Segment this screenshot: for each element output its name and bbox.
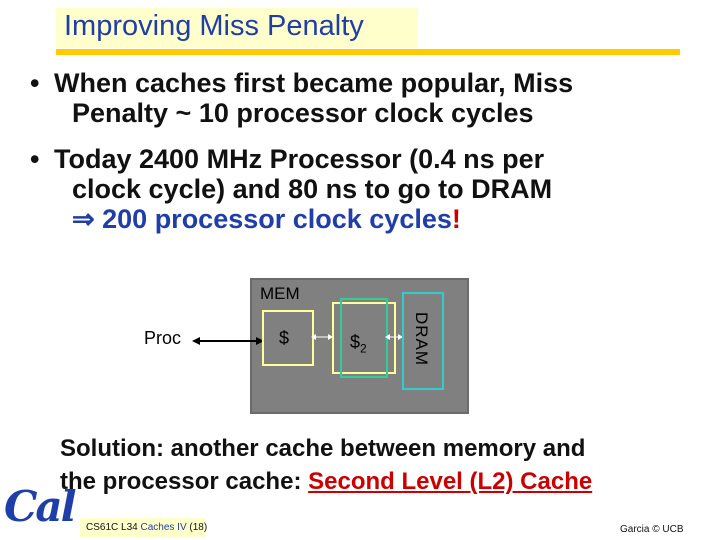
footer-course: CS61C L34 Caches IV (18)	[86, 522, 207, 533]
proc-label: Proc	[144, 328, 182, 348]
l2-cache-symbol: $	[350, 332, 361, 352]
slide-number: (18)	[186, 522, 208, 533]
bullet-line: Penalty ~ 10 processor clock cycles	[72, 98, 534, 128]
solution-line: the processor cache: Second Level (L2) C…	[60, 465, 592, 498]
title-rule	[56, 49, 680, 55]
solution-line: Solution: another cache between memory a…	[60, 435, 586, 462]
processor-box	[138, 318, 196, 360]
bullet-line: When caches first became popular, Miss	[54, 68, 574, 98]
bullet-marker: •	[30, 144, 40, 174]
footer-credit: Garcia © UCB	[620, 524, 684, 535]
cal-logo: Cal	[4, 482, 77, 531]
implies-arrow-icon: ⇒	[72, 204, 95, 234]
double-arrow-icon	[385, 334, 403, 340]
l1-cache-label: $	[279, 328, 290, 348]
exclamation: !	[451, 204, 461, 234]
bullet-result: ⇒ 200 processor clock cycles!	[30, 204, 552, 234]
solution-text: Solution: another cache between memory a…	[60, 432, 592, 498]
footer-background	[80, 518, 206, 538]
lecture-topic: Caches IV	[140, 522, 187, 533]
bullet-line: Today 2400 MHz Processor (0.4 ns per	[54, 144, 545, 174]
bullet-history: •When caches first became popular, Miss …	[30, 68, 573, 128]
bullet-marker: •	[30, 68, 40, 98]
slide-title: Improving Miss Penalty	[64, 10, 364, 42]
l2-cache-highlight: Second Level (L2) Cache	[308, 468, 593, 495]
course-code: CS61C L34	[86, 522, 141, 533]
l2-cache-outer-box	[332, 302, 396, 374]
double-arrow-icon	[192, 337, 264, 345]
mem-label: MEM	[260, 284, 300, 303]
l2-cache-label: $2	[350, 332, 367, 356]
dram-label-wrapper: DRAM	[402, 292, 440, 386]
title-background	[56, 8, 418, 48]
bullet-line: clock cycle) and 80 ns to go to DRAM	[72, 174, 553, 204]
bullet-today: • Today 2400 MHz Processor (0.4 ns per cl…	[30, 144, 552, 234]
dram-box	[402, 292, 444, 390]
dram-label: DRAM	[412, 311, 431, 367]
result-text: 200 processor clock cycles	[102, 204, 452, 234]
l1-cache-box	[262, 310, 314, 366]
l2-cache-subscript: 2	[360, 341, 367, 356]
proc-cache-connector	[196, 340, 262, 342]
solution-prefix: the processor cache:	[60, 468, 309, 495]
double-arrow-icon	[311, 334, 333, 340]
